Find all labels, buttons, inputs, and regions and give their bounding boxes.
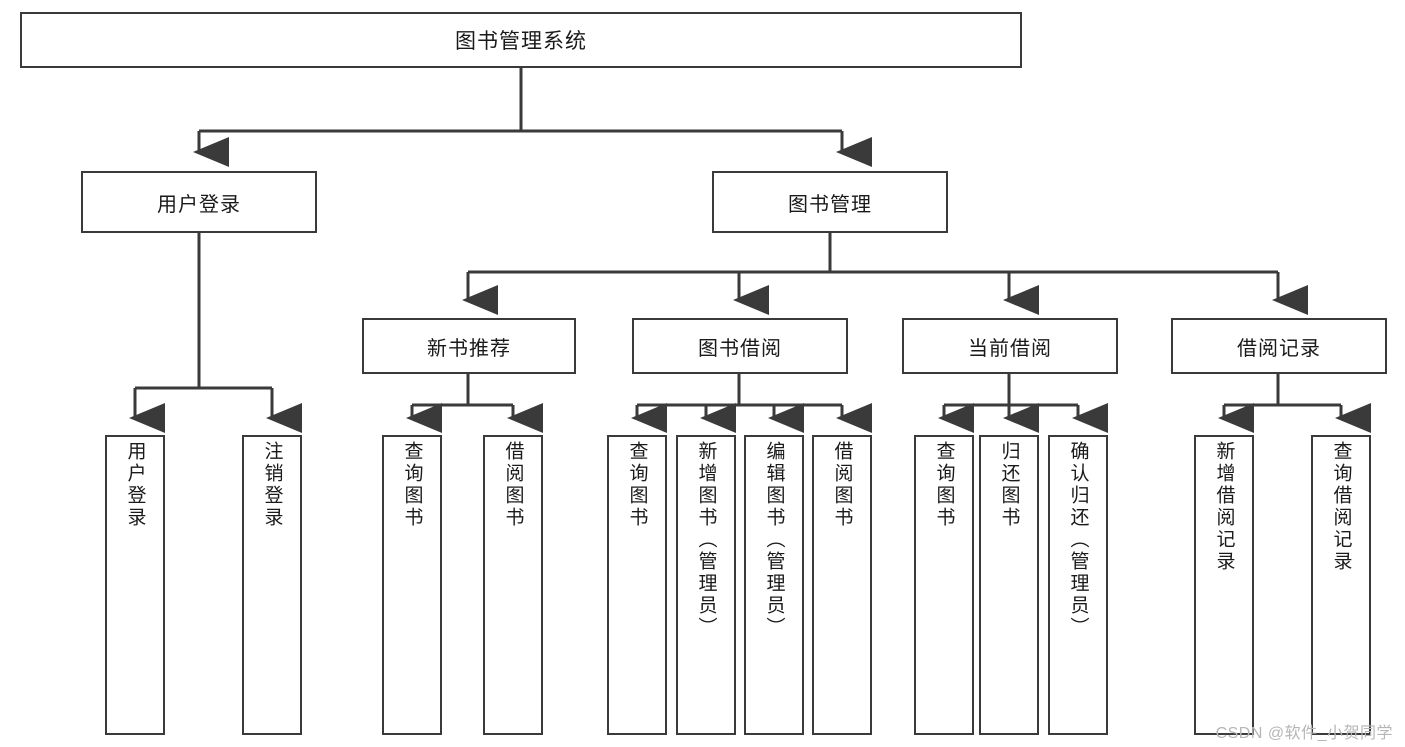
leaf-current-borrow-2[interactable]: 确认归还（管理员） xyxy=(1048,435,1108,735)
leaf-new-book-1[interactable]: 借阅图书 xyxy=(483,435,543,735)
leaf-user-login-0[interactable]: 用户登录 xyxy=(105,435,165,735)
node-book-management[interactable]: 图书管理 xyxy=(712,171,948,233)
node-label: 归还图书 xyxy=(998,441,1020,529)
node-borrow-record[interactable]: 借阅记录 xyxy=(1171,318,1387,374)
node-label: 当前借阅 xyxy=(968,337,1052,360)
node-label: 查询借阅记录 xyxy=(1330,441,1352,573)
node-label: 编辑图书（管理员） xyxy=(763,441,785,639)
node-label: 借阅图书 xyxy=(502,441,524,529)
node-book-borrow[interactable]: 图书借阅 xyxy=(632,318,848,374)
node-label: 新增借阅记录 xyxy=(1213,441,1235,573)
leaf-book-borrow-1[interactable]: 新增图书（管理员） xyxy=(676,435,736,735)
node-label: 查询图书 xyxy=(933,441,955,529)
node-label: 查询图书 xyxy=(626,441,648,529)
node-new-book-recommend[interactable]: 新书推荐 xyxy=(362,318,576,374)
node-label: 注销登录 xyxy=(261,441,283,529)
node-label: 图书借阅 xyxy=(698,337,782,360)
node-label: 用户登录 xyxy=(157,193,241,216)
leaf-book-borrow-3[interactable]: 借阅图书 xyxy=(812,435,872,735)
node-current-borrow[interactable]: 当前借阅 xyxy=(902,318,1118,374)
node-label: 借阅记录 xyxy=(1237,337,1321,360)
node-label: 新书推荐 xyxy=(427,337,511,360)
node-root-system[interactable]: 图书管理系统 xyxy=(20,12,1022,68)
node-label: 确认归还（管理员） xyxy=(1067,441,1089,639)
leaf-current-borrow-1[interactable]: 归还图书 xyxy=(979,435,1039,735)
leaf-current-borrow-0[interactable]: 查询图书 xyxy=(914,435,974,735)
node-label: 查询图书 xyxy=(401,441,423,529)
leaf-book-borrow-0[interactable]: 查询图书 xyxy=(607,435,667,735)
leaf-borrow-record-0[interactable]: 新增借阅记录 xyxy=(1194,435,1254,735)
leaf-user-login-1[interactable]: 注销登录 xyxy=(242,435,302,735)
leaf-book-borrow-2[interactable]: 编辑图书（管理员） xyxy=(744,435,804,735)
node-label: 图书管理系统 xyxy=(455,30,587,53)
node-label: 新增图书（管理员） xyxy=(695,441,717,639)
leaf-new-book-0[interactable]: 查询图书 xyxy=(382,435,442,735)
node-label: 借阅图书 xyxy=(831,441,853,529)
node-label: 图书管理 xyxy=(788,193,872,216)
node-user-login[interactable]: 用户登录 xyxy=(81,171,317,233)
leaf-borrow-record-1[interactable]: 查询借阅记录 xyxy=(1311,435,1371,735)
watermark-credit: CSDN @软件_小贺同学 xyxy=(1215,725,1393,742)
node-label: 用户登录 xyxy=(124,441,146,529)
